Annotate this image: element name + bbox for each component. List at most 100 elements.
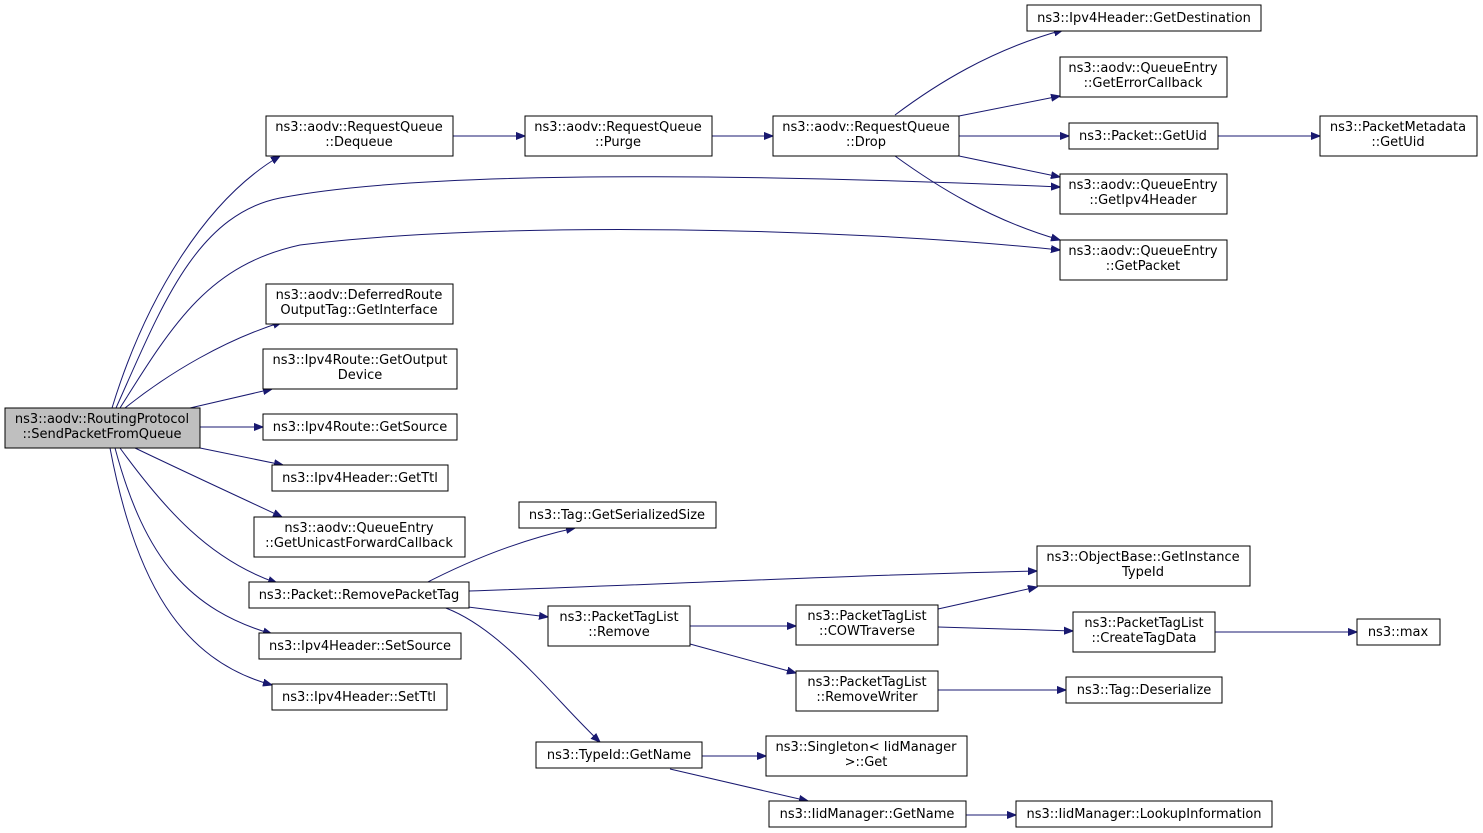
edge-drop-to-geterrorcallback	[958, 96, 1060, 117]
edge-drop-to-queueentry-getipv4header	[958, 155, 1060, 177]
svg-text:ns3::aodv::RequestQueue: ns3::aodv::RequestQueue	[782, 120, 949, 135]
svg-text:ns3::Packet::GetUid: ns3::Packet::GetUid	[1079, 129, 1207, 144]
svg-text:::RemoveWriter: ::RemoveWriter	[816, 690, 918, 705]
node-queueentry-geterrorcallback[interactable]: ns3::aodv::QueueEntry ::GetErrorCallback	[1059, 56, 1228, 98]
node-ipv4header-getttl[interactable]: ns3::Ipv4Header::GetTtl	[271, 464, 449, 492]
node-queueentry-getpacket[interactable]: ns3::aodv::QueueEntry ::GetPacket	[1059, 239, 1228, 281]
svg-text:ns3::PacketTagList: ns3::PacketTagList	[1084, 616, 1203, 631]
svg-text:OutputTag::GetInterface: OutputTag::GetInterface	[280, 303, 437, 318]
edge-drop-to-getdestination	[894, 30, 1063, 116]
svg-text:ns3::aodv::DeferredRoute: ns3::aodv::DeferredRoute	[276, 288, 443, 303]
svg-text:ns3::IidManager::LookupInforma: ns3::IidManager::LookupInformation	[1026, 807, 1261, 822]
svg-text:ns3::aodv::QueueEntry: ns3::aodv::QueueEntry	[1068, 61, 1218, 76]
svg-text:ns3::aodv::RequestQueue: ns3::aodv::RequestQueue	[275, 120, 442, 135]
node-packettaglist-removewriter[interactable]: ns3::PacketTagList ::RemoveWriter	[795, 670, 939, 712]
edge-drop-to-queueentry-getpacket	[894, 155, 1060, 240]
svg-text:ns3::aodv::RoutingProtocol: ns3::aodv::RoutingProtocol	[15, 412, 189, 427]
node-iidmanager-getname[interactable]: ns3::IidManager::GetName	[768, 800, 967, 828]
node-packettaglist-createtagdata[interactable]: ns3::PacketTagList ::CreateTagData	[1072, 611, 1216, 653]
node-packet-getuid[interactable]: ns3::Packet::GetUid	[1068, 122, 1219, 150]
svg-text:ns3::max: ns3::max	[1368, 625, 1429, 640]
svg-text:ns3::aodv::QueueEntry: ns3::aodv::QueueEntry	[284, 521, 434, 536]
edge-sendpacketfromqueue-to-ipv4header-setsource	[114, 447, 272, 634]
svg-text:Device: Device	[338, 368, 382, 383]
svg-text:ns3::PacketTagList: ns3::PacketTagList	[807, 609, 926, 624]
svg-text:::Drop: ::Drop	[846, 135, 886, 150]
edge-getname-to-iidmanager-getname	[669, 768, 808, 801]
node-ipv4header-setsource[interactable]: ns3::Ipv4Header::SetSource	[258, 632, 462, 660]
node-ipv4route-getsource[interactable]: ns3::Ipv4Route::GetSource	[262, 413, 458, 441]
edge-remove-to-removewriter	[689, 643, 796, 673]
svg-text:TypeId: TypeId	[1121, 565, 1164, 580]
svg-text:::Remove: ::Remove	[588, 625, 650, 640]
edge-sendpacketfromqueue-to-getinterface	[124, 322, 282, 409]
edge-cowtraverse-to-createtagdata	[937, 627, 1073, 631]
svg-text:ns3::Ipv4Header::GetDestinatio: ns3::Ipv4Header::GetDestination	[1037, 11, 1251, 26]
edge-cowtraverse-to-getinstancetypeid	[937, 587, 1037, 610]
node-deferredroute-getinterface[interactable]: ns3::aodv::DeferredRoute OutputTag::GetI…	[265, 283, 454, 325]
node-ipv4route-getoutputdevice[interactable]: ns3::Ipv4Route::GetOutput Device	[262, 348, 458, 390]
svg-text:::COWTraverse: ::COWTraverse	[819, 624, 915, 639]
node-request-queue-purge[interactable]: ns3::aodv::RequestQueue ::Purge	[524, 115, 713, 157]
node-packetmetadata-getuid[interactable]: ns3::PacketMetadata ::GetUid	[1319, 115, 1478, 157]
edge-removepackettag-to-getserializedsize	[421, 528, 575, 586]
edge-sendpacketfromqueue-to-setttl	[109, 447, 272, 685]
svg-text:ns3::ObjectBase::GetInstance: ns3::ObjectBase::GetInstance	[1046, 550, 1239, 565]
svg-text:ns3::Ipv4Header::SetTtl: ns3::Ipv4Header::SetTtl	[282, 690, 436, 705]
edge-sendpacketfromqueue-to-dequeue	[111, 156, 280, 409]
node-send-packet-from-queue[interactable]: ns3::aodv::RoutingProtocol ::SendPacketF…	[4, 407, 201, 449]
edge-removepackettag-to-getinstancetypeid	[468, 571, 1037, 592]
edge-sendpacketfromqueue-to-removepackettag	[119, 447, 277, 583]
svg-text:ns3::TypeId::GetName: ns3::TypeId::GetName	[547, 748, 691, 763]
node-typeid-getname[interactable]: ns3::TypeId::GetName	[535, 741, 703, 769]
node-iidmanager-lookupinformation[interactable]: ns3::IidManager::LookupInformation	[1015, 800, 1273, 828]
node-request-queue-drop[interactable]: ns3::aodv::RequestQueue ::Drop	[772, 115, 960, 157]
svg-text:ns3::Ipv4Route::GetOutput: ns3::Ipv4Route::GetOutput	[273, 353, 448, 368]
edge-sendpacketfromqueue-to-getoutputdevice	[189, 389, 272, 409]
svg-text:>::Get: >::Get	[845, 755, 888, 770]
svg-text:::CreateTagData: ::CreateTagData	[1091, 631, 1196, 646]
svg-text:ns3::PacketMetadata: ns3::PacketMetadata	[1330, 120, 1466, 135]
svg-text:ns3::Packet::RemovePacketTag: ns3::Packet::RemovePacketTag	[259, 588, 460, 603]
node-queueentry-getipv4header[interactable]: ns3::aodv::QueueEntry ::GetIpv4Header	[1059, 173, 1228, 215]
svg-text:ns3::Tag::Deserialize: ns3::Tag::Deserialize	[1077, 683, 1212, 698]
svg-text:::Purge: ::Purge	[595, 135, 641, 150]
node-singleton-get[interactable]: ns3::Singleton< IidManager >::Get	[765, 735, 968, 777]
node-packettaglist-remove[interactable]: ns3::PacketTagList ::Remove	[547, 605, 691, 647]
edge-sendpacketfromqueue-to-getunicastforwardcallback	[134, 447, 282, 517]
node-max[interactable]: ns3::max	[1356, 618, 1441, 646]
node-ipv4header-setttl[interactable]: ns3::Ipv4Header::SetTtl	[271, 683, 448, 711]
svg-text:ns3::aodv::QueueEntry: ns3::aodv::QueueEntry	[1068, 178, 1218, 193]
node-queueentry-getunicastforwardcallback[interactable]: ns3::aodv::QueueEntry ::GetUnicastForwar…	[253, 516, 466, 558]
svg-text:ns3::PacketTagList: ns3::PacketTagList	[559, 610, 678, 625]
svg-text:::GetUnicastForwardCallback: ::GetUnicastForwardCallback	[265, 536, 453, 551]
svg-text:::GetErrorCallback: ::GetErrorCallback	[1084, 76, 1203, 91]
edge-removepackettag-to-packettaglist-remove	[459, 605, 548, 617]
svg-text:ns3::aodv::RequestQueue: ns3::aodv::RequestQueue	[534, 120, 701, 135]
svg-text:::GetIpv4Header: ::GetIpv4Header	[1089, 193, 1197, 208]
edge-sendpacketfromqueue-to-getttl	[199, 447, 283, 465]
svg-text:ns3::Ipv4Header::GetTtl: ns3::Ipv4Header::GetTtl	[282, 471, 438, 486]
node-objectbase-getinstancetypeid[interactable]: ns3::ObjectBase::GetInstance TypeId	[1036, 545, 1251, 587]
edge-sendpacketfromqueue-to-getpacket	[119, 229, 1060, 409]
svg-text:::GetUid: ::GetUid	[1371, 135, 1424, 150]
svg-text:ns3::Tag::GetSerializedSize: ns3::Tag::GetSerializedSize	[529, 508, 705, 523]
edge-sendpacketfromqueue-to-getipv4header	[115, 176, 1060, 409]
edge-removepackettag-to-typeid-getname	[439, 605, 600, 742]
node-request-queue-dequeue[interactable]: ns3::aodv::RequestQueue ::Dequeue	[265, 115, 454, 157]
node-tag-deserialize[interactable]: ns3::Tag::Deserialize	[1065, 676, 1223, 704]
svg-text:ns3::Ipv4Route::GetSource: ns3::Ipv4Route::GetSource	[273, 420, 447, 435]
svg-text:ns3::Ipv4Header::SetSource: ns3::Ipv4Header::SetSource	[269, 639, 451, 654]
svg-text:::SendPacketFromQueue: ::SendPacketFromQueue	[23, 427, 182, 442]
svg-text:::GetPacket: ::GetPacket	[1106, 259, 1180, 274]
svg-text:ns3::aodv::QueueEntry: ns3::aodv::QueueEntry	[1068, 244, 1218, 259]
svg-text:ns3::IidManager::GetName: ns3::IidManager::GetName	[780, 807, 955, 822]
svg-text:ns3::PacketTagList: ns3::PacketTagList	[807, 675, 926, 690]
node-ipv4header-getdestination[interactable]: ns3::Ipv4Header::GetDestination	[1026, 4, 1262, 32]
svg-text:ns3::Singleton< IidManager: ns3::Singleton< IidManager	[775, 740, 957, 755]
node-tag-getserializedsize[interactable]: ns3::Tag::GetSerializedSize	[518, 501, 717, 529]
node-packettaglist-cowtraverse[interactable]: ns3::PacketTagList ::COWTraverse	[795, 604, 939, 646]
node-packet-removepackettag[interactable]: ns3::Packet::RemovePacketTag	[248, 581, 470, 609]
edges-layer	[109, 30, 1357, 815]
